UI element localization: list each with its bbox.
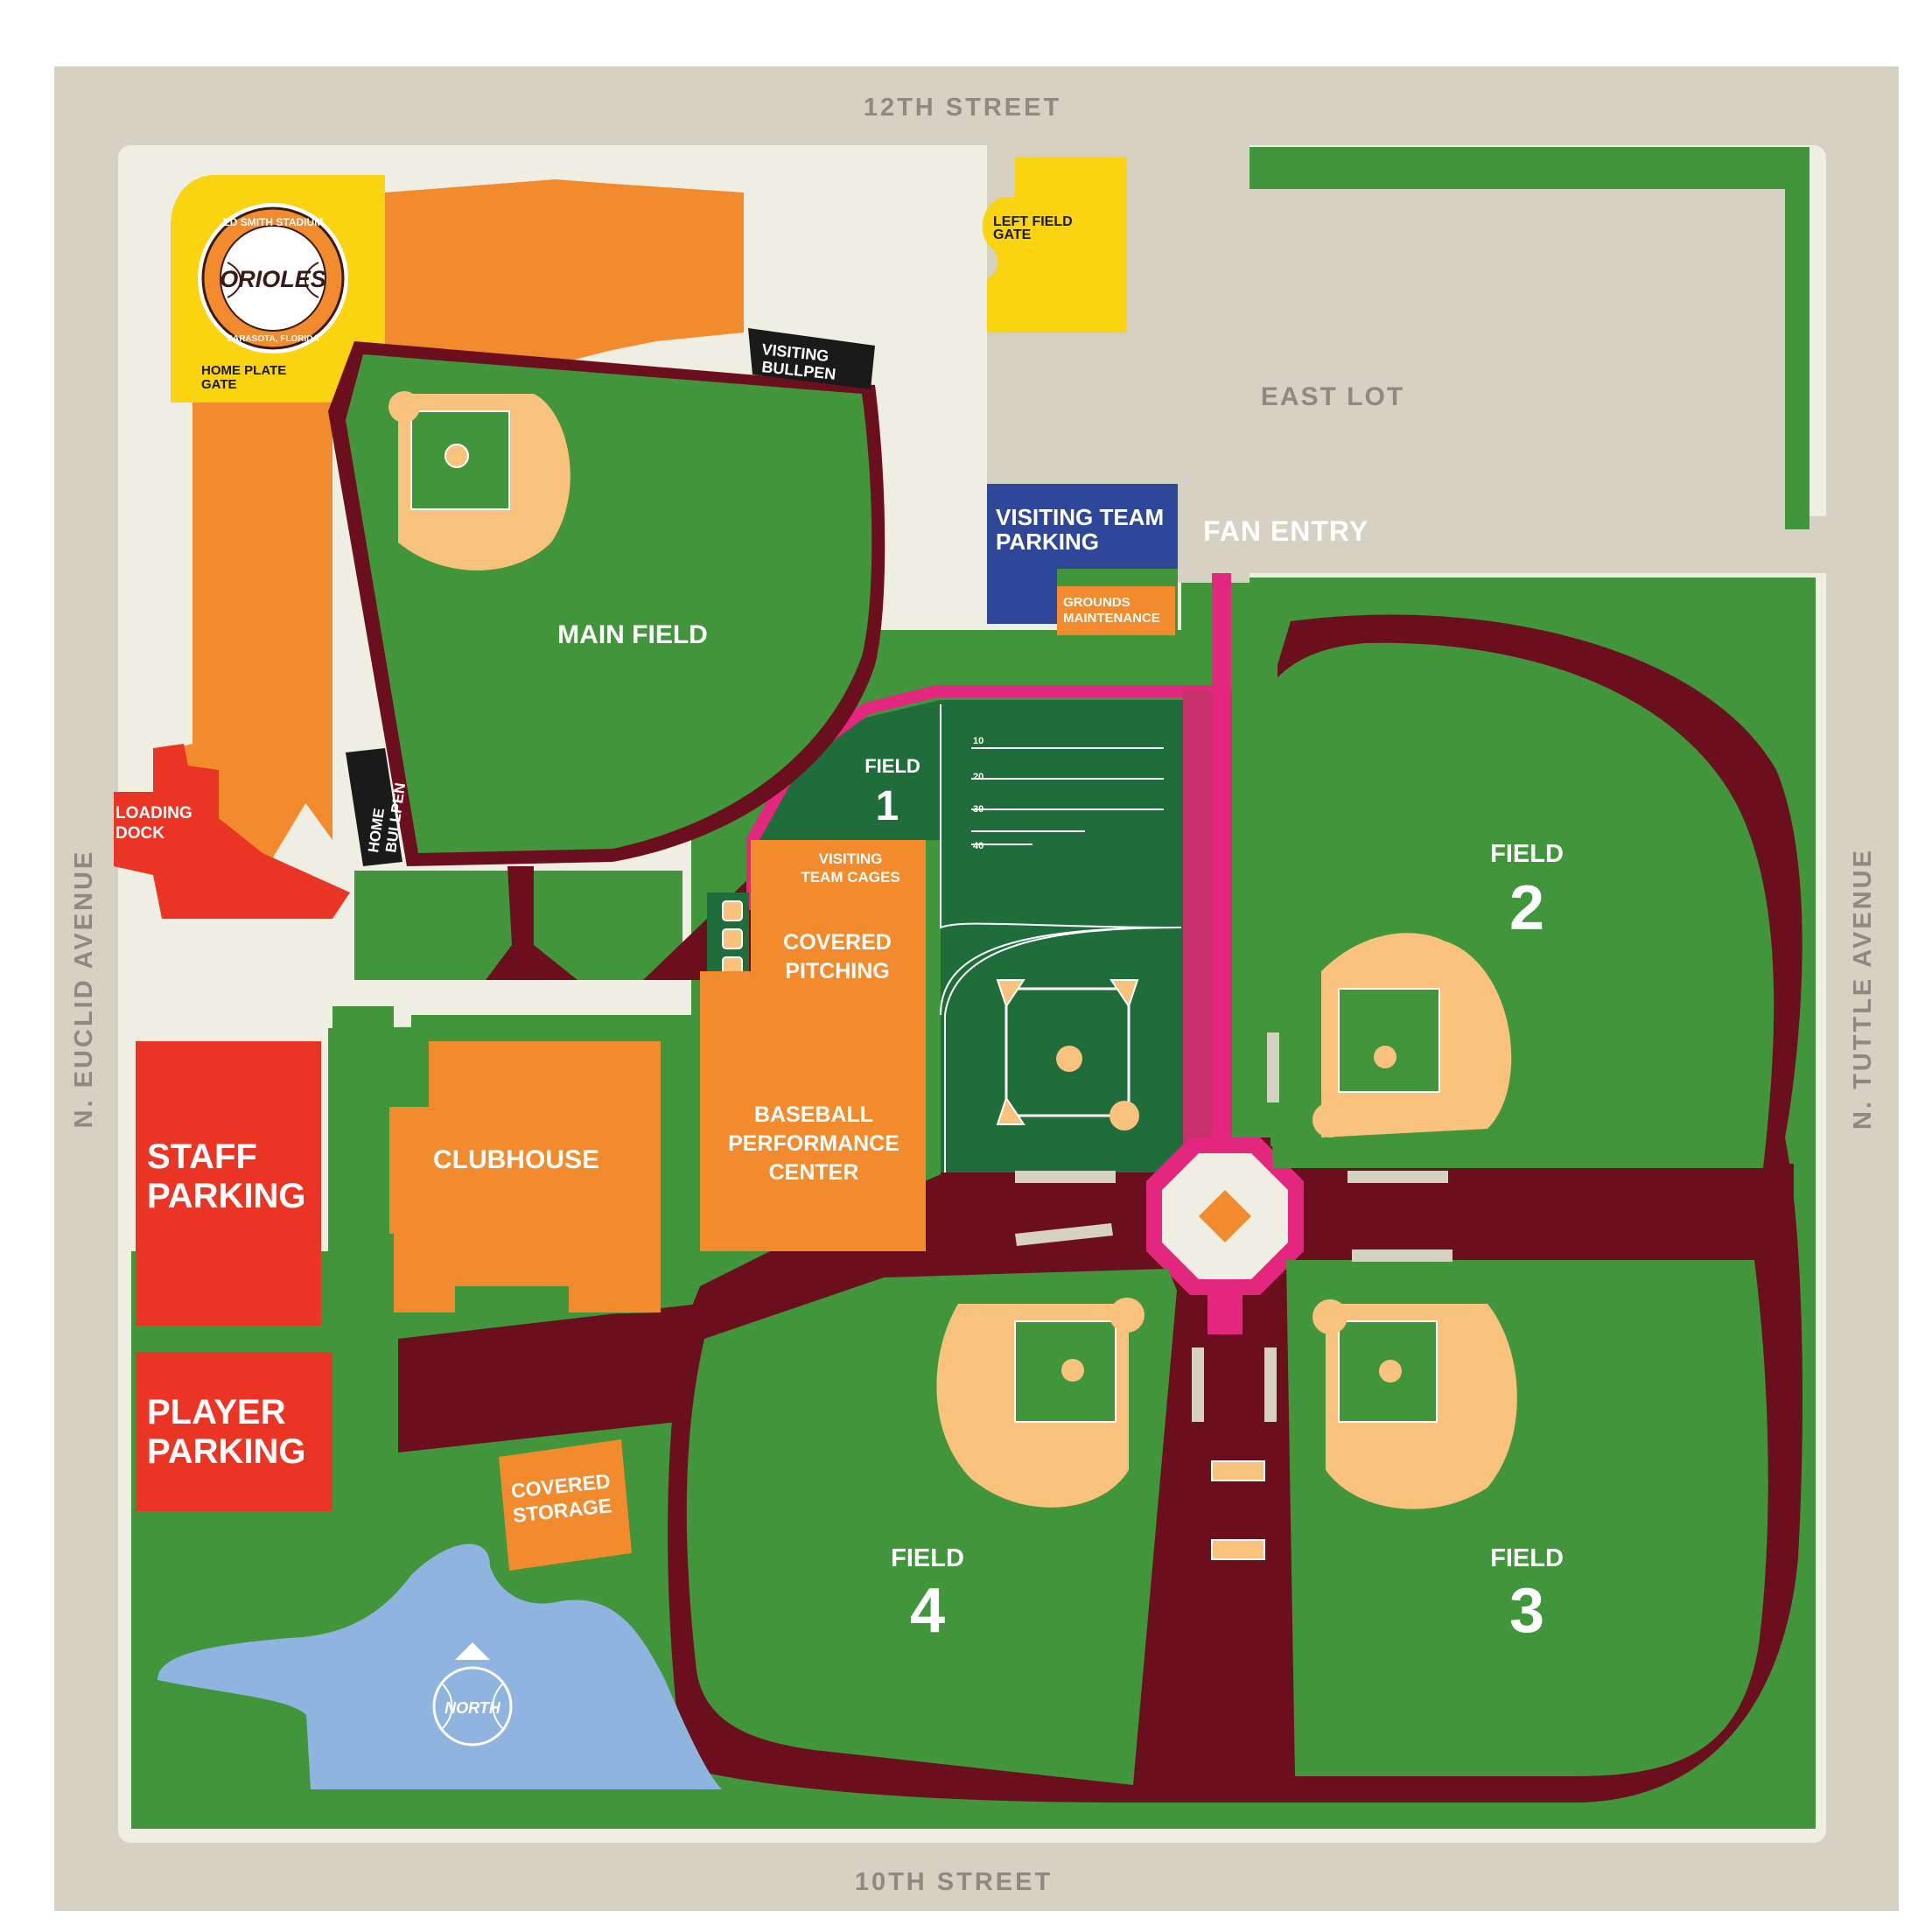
street-euclid: N. EUCLID AVENUE xyxy=(70,850,98,1129)
visiting-bullpen xyxy=(748,328,875,389)
clubhouse-annex xyxy=(389,1107,433,1234)
track-corridor-west xyxy=(398,1286,718,1452)
left-field-gate-label-1: LEFT FIELD xyxy=(993,214,1073,229)
orioles-logo: ED SMITH STADIUM ORIOLES SARASOTA, FLORI… xyxy=(198,203,348,354)
field-2-diamond xyxy=(1312,988,1440,1138)
fan-entry-plaza xyxy=(1192,516,1827,573)
loading-dock xyxy=(114,744,350,919)
loading-dock-label-1: LOADING xyxy=(116,804,192,822)
logo-ring-bottom: SARASOTA, FLORIDA xyxy=(227,334,318,344)
logo-ring-top: ED SMITH STADIUM xyxy=(223,216,323,228)
logo-wordmark: ORIOLES xyxy=(220,266,326,292)
staff-parking xyxy=(136,1041,321,1326)
visiting-team-parking-label-1: VISITING TEAM xyxy=(996,504,1164,530)
player-parking-label-2: PARKING xyxy=(147,1432,305,1471)
corridor-benches xyxy=(1015,1032,1452,1422)
home-bullpen xyxy=(346,748,402,866)
covered-storage xyxy=(499,1439,632,1571)
player-parking-label-1: PLAYER xyxy=(147,1393,286,1432)
bpc-annex xyxy=(700,971,751,1024)
pond xyxy=(158,1544,722,1789)
main-field-diamond xyxy=(388,391,510,510)
field-1-number: 1 xyxy=(876,783,900,830)
visiting-team-parking-label-2: PARKING xyxy=(996,528,1099,555)
field-2-label: FIELD xyxy=(1490,840,1564,868)
field-4-number: 4 xyxy=(910,1576,945,1646)
field-3-diamond xyxy=(1312,1299,1438,1423)
field-1-label: FIELD xyxy=(864,755,920,777)
north-label: NORTH xyxy=(444,1699,501,1717)
stadium-concourse-lower xyxy=(158,385,315,875)
left-field-gate xyxy=(982,158,1127,332)
fan-path-corridor-bright xyxy=(1212,573,1231,1146)
left-field-gate-label-2: GATE xyxy=(993,228,1032,242)
street-tuttle: N. TUTTLE AVENUE xyxy=(1849,848,1877,1130)
home-plate-gate-label-1: HOME PLATE xyxy=(201,363,286,378)
hub-pink-tail xyxy=(1208,1295,1242,1334)
field-4-diamond xyxy=(1014,1298,1144,1423)
clubhouse xyxy=(394,1041,661,1312)
grounds-maintenance-label-2: MAINTENANCE xyxy=(1063,611,1160,626)
east-lot-paving-3 xyxy=(1250,184,1792,534)
bpc-label-3: CENTER xyxy=(769,1160,859,1185)
field-1-yard-lines xyxy=(940,704,1182,1172)
home-plate-gate-label-2: GATE xyxy=(201,377,237,392)
baseball-performance-center xyxy=(700,1019,926,1251)
bench-marker-1 xyxy=(1211,1460,1265,1481)
clubhouse-label: CLUBHOUSE xyxy=(433,1145,599,1174)
field-3-number: 3 xyxy=(1509,1576,1544,1646)
covered-pitching-label-2: PITCHING xyxy=(785,959,889,984)
yard-number-20: 20 xyxy=(973,772,984,782)
north-arrow-icon: NORTH xyxy=(432,1642,513,1746)
hub-center xyxy=(1199,1190,1251,1242)
staff-parking-label-2: PARKING xyxy=(147,1177,305,1215)
fan-entry-label: FAN ENTRY xyxy=(1203,515,1368,547)
field-3-label: FIELD xyxy=(1490,1544,1564,1572)
east-lot-label: EAST LOT xyxy=(1261,382,1404,411)
track-path-main xyxy=(486,866,578,980)
yard-number-10: 10 xyxy=(973,736,984,746)
main-field-label: MAIN FIELD xyxy=(557,620,708,649)
bench-marker-2 xyxy=(1211,1539,1265,1560)
visiting-team-cages-label-1: VISITING xyxy=(819,850,883,867)
field-4-label: FIELD xyxy=(891,1544,964,1572)
covered-pitching-label-1: COVERED xyxy=(783,930,892,955)
field-2-number: 2 xyxy=(1509,873,1544,943)
street-10th: 10TH STREET xyxy=(855,1868,1053,1896)
covered-pitching xyxy=(751,840,926,1019)
yard-number-30: 30 xyxy=(973,804,984,815)
yard-number-40: 40 xyxy=(973,841,984,851)
loading-dock-label-2: DOCK xyxy=(116,824,164,843)
bpc-label-2: PERFORMANCE xyxy=(728,1131,900,1156)
stadium-concourse xyxy=(192,179,744,840)
visiting-team-cages-label-2: TEAM CAGES xyxy=(801,869,900,886)
east-lot-hedge xyxy=(1250,147,1810,529)
player-parking xyxy=(136,1352,332,1511)
field-1-diamond xyxy=(996,979,1139,1130)
grounds-maintenance xyxy=(1057,586,1175,635)
bpc-label-1: BASEBALL xyxy=(754,1102,873,1127)
grounds-maintenance-label-1: GROUNDS xyxy=(1063,595,1130,610)
staff-parking-label-1: STAFF xyxy=(147,1138,257,1176)
street-12th: 12TH STREET xyxy=(864,94,1061,122)
